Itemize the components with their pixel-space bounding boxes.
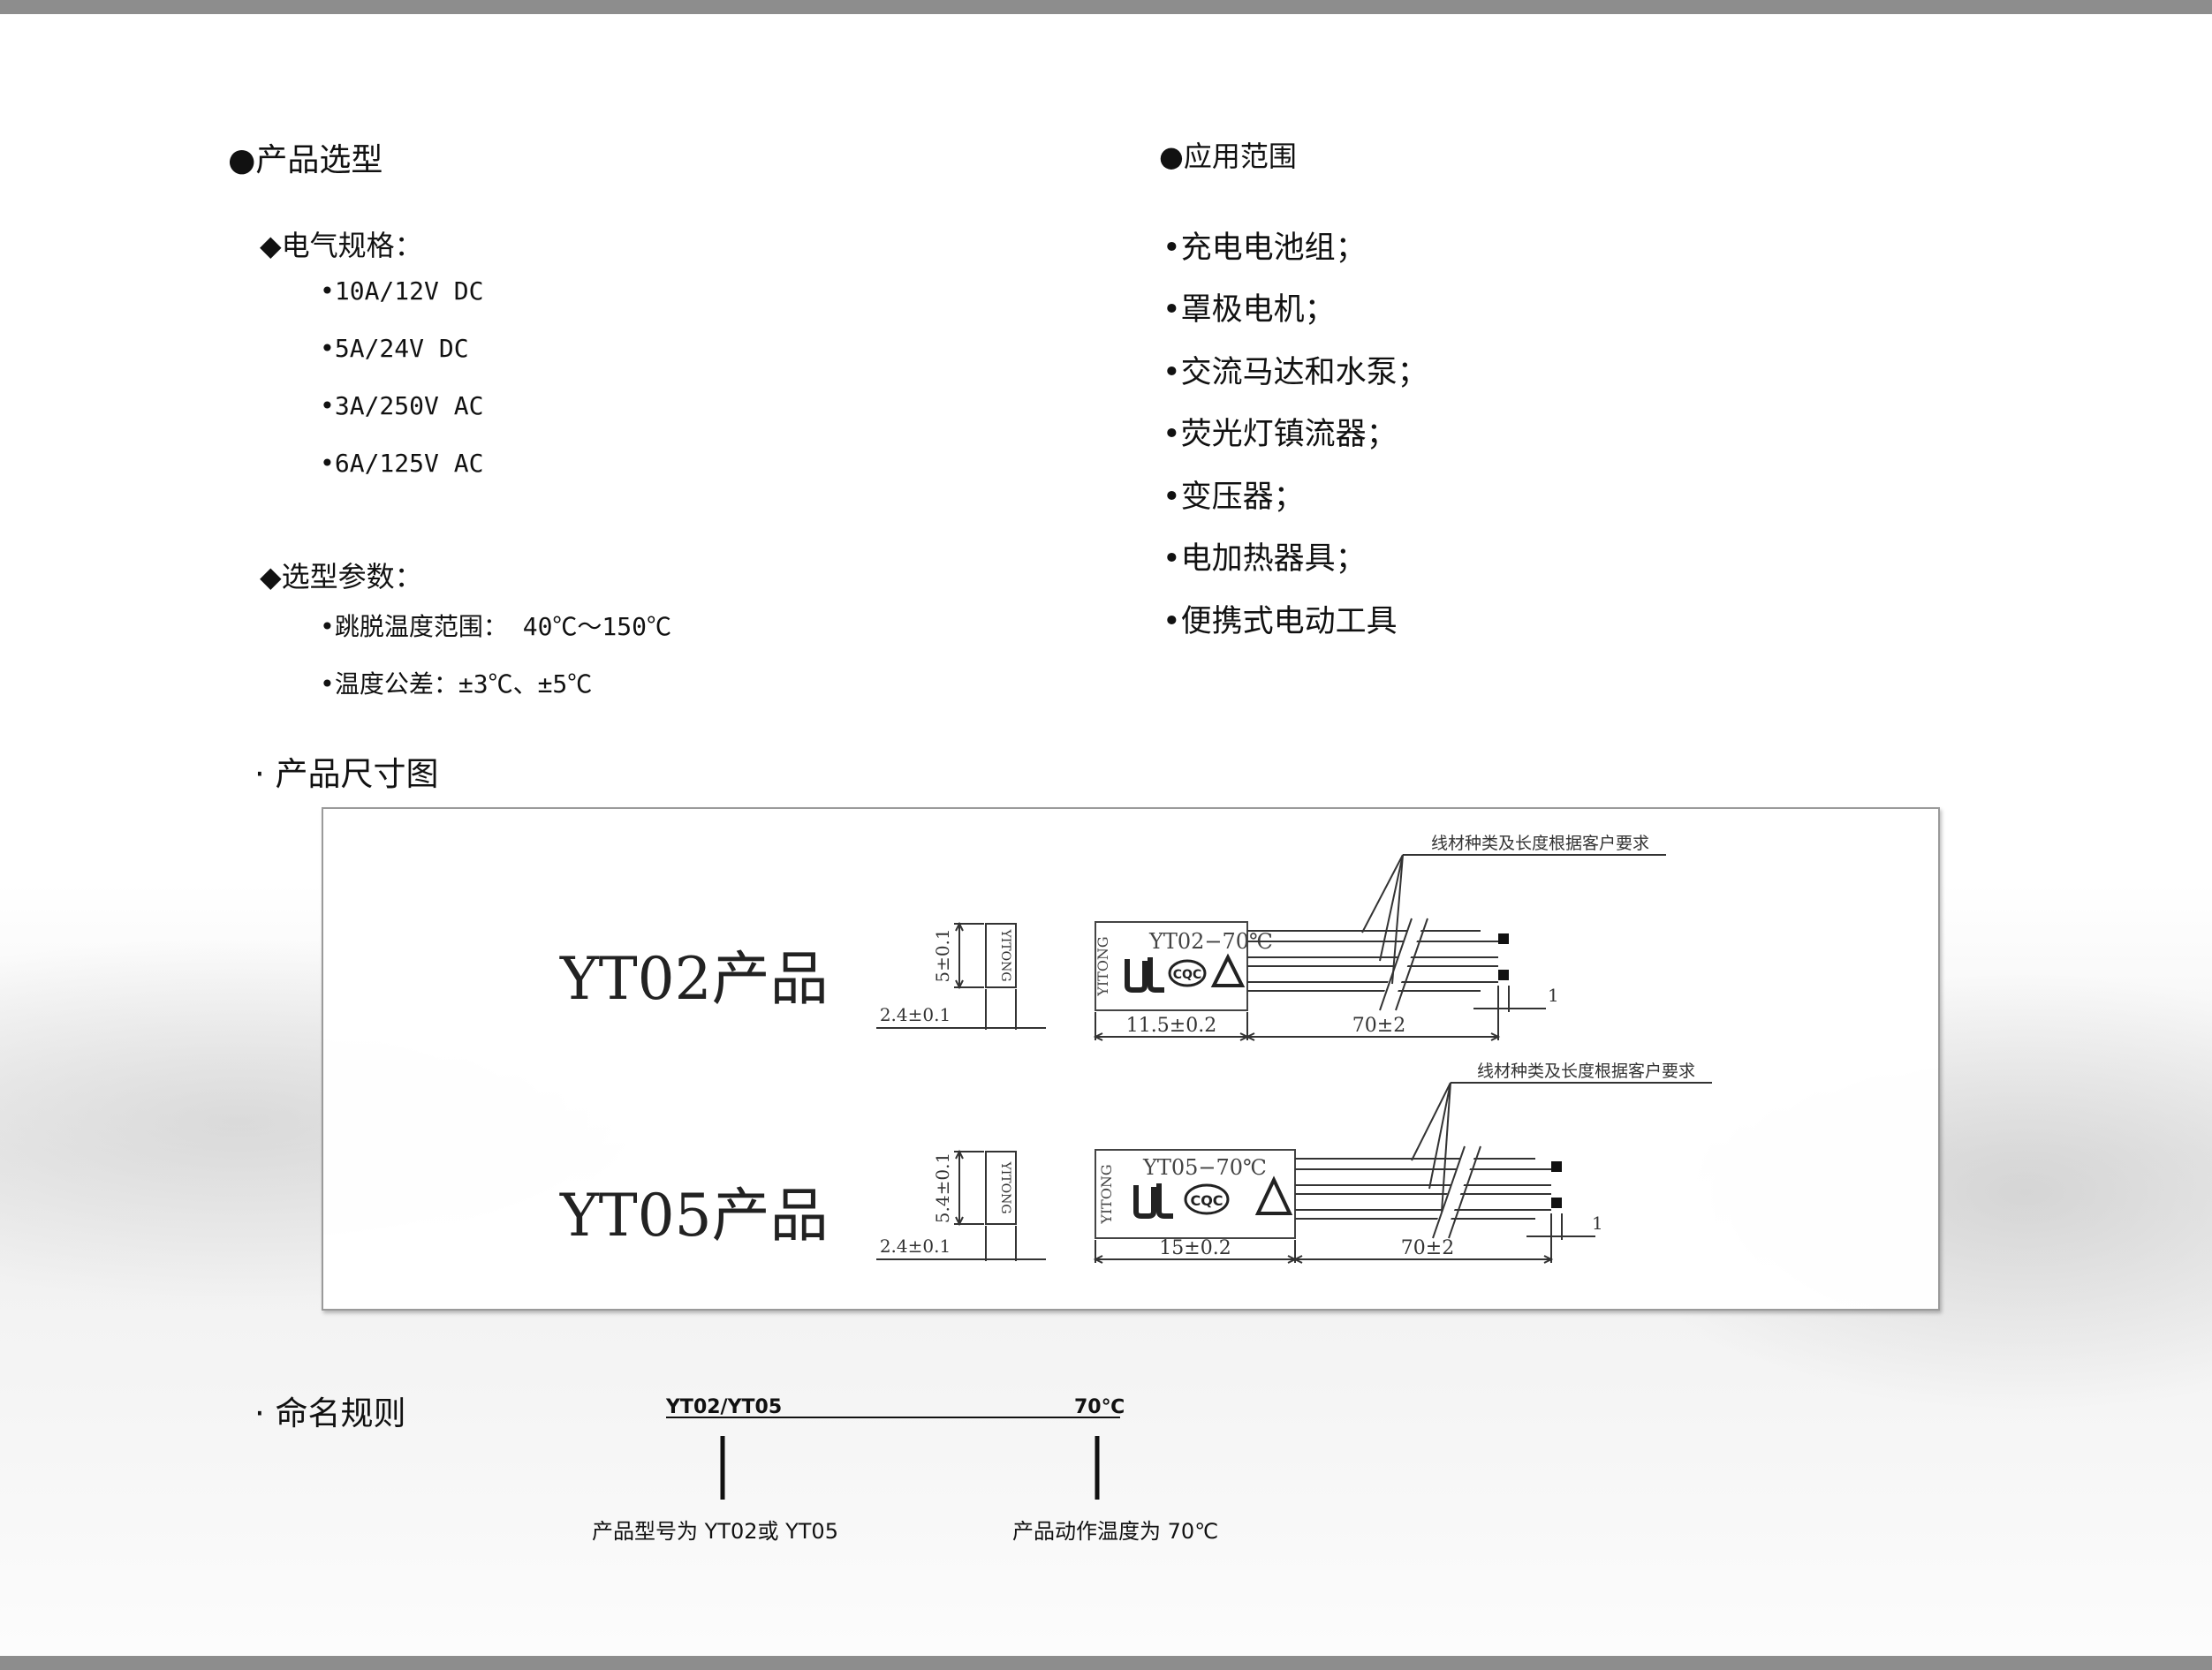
dimension-drawing: YT02产品 YITONG 5±0.1 2.4±0.1 YT02−70℃ YIT… xyxy=(559,834,1712,1264)
bottom-border-bar xyxy=(0,1656,2212,1670)
yt02-wire-note: 线材种类及长度根据客户要求 xyxy=(1361,834,1666,985)
electrical-spec-item: •3A/250V AC xyxy=(320,391,484,420)
yt02-body: YT02−70℃ YITONG CQC 11.5±0.2 xyxy=(1093,921,1273,1041)
selection-params-title: ◆选型参数： xyxy=(260,560,423,593)
application-title: ●应用范围 xyxy=(1159,140,1297,173)
cqc-mark-icon: CQC xyxy=(1168,959,1207,987)
svg-text:CQC: CQC xyxy=(1173,968,1201,982)
naming-part-temperature: 70℃ xyxy=(1074,1396,1125,1418)
yt05-thickness-label: 2.4±0.1 xyxy=(880,1235,951,1257)
triangle-cert-icon xyxy=(1254,1175,1293,1215)
yt05-product-name: YT05产品 xyxy=(559,1182,829,1250)
yt02-wire-note-text: 线材种类及长度根据客户要求 xyxy=(1431,834,1649,853)
electrical-spec-title: ◆电气规格： xyxy=(260,229,423,262)
svg-text:CQC: CQC xyxy=(1190,1192,1223,1209)
application-item: •罩极电机； xyxy=(1163,292,1336,328)
yt05-wires: 70±2 1 xyxy=(1292,1144,1603,1264)
selection-title: ●产品选型 xyxy=(228,142,383,178)
yt02-length-label: 11.5±0.2 xyxy=(1126,1015,1216,1037)
naming-part-model: YT02/YT05 xyxy=(665,1396,782,1418)
yt05-length-label: 15±0.2 xyxy=(1159,1237,1231,1259)
dimensions-title: · 产品尺寸图 xyxy=(254,755,439,793)
yt02-strip-label: 1 xyxy=(1548,985,1559,1006)
yt05-wire-length-label: 70±2 xyxy=(1401,1237,1454,1259)
yt05-body-brand: YITONG xyxy=(1098,1164,1115,1224)
selection-param-item: •跳脱温度范围： 40℃～150℃ xyxy=(320,612,672,641)
top-border-bar xyxy=(0,0,2212,14)
triangle-cert-icon xyxy=(1210,953,1246,987)
naming-desc-model: 产品型号为 YT02或 YT05 xyxy=(592,1519,838,1544)
ul-mark-icon xyxy=(1125,957,1164,993)
electrical-spec-item: •10A/12V DC xyxy=(320,276,484,306)
application-item: •充电电池组； xyxy=(1163,230,1367,266)
yt02-height-label: 5±0.1 xyxy=(932,928,953,982)
yt05-height-label: 5.4±0.1 xyxy=(932,1152,953,1223)
selection-param-item: •温度公差：±3℃、±5℃ xyxy=(320,669,593,699)
naming-desc-temperature: 产品动作温度为 70℃ xyxy=(1012,1519,1218,1544)
application-item: •交流马达和水泵； xyxy=(1163,355,1428,390)
yt02-side-view: YITONG 5±0.1 2.4±0.1 xyxy=(876,921,1046,1030)
yt02-thickness-label: 2.4±0.1 xyxy=(880,1004,951,1025)
naming-title: · 命名规则 xyxy=(254,1394,406,1432)
yt05-body: YT05−70℃ YITONG CQC 15±0.2 xyxy=(1093,1149,1298,1264)
electrical-spec-item: •6A/125V AC xyxy=(320,449,484,478)
yt02-wire-length-label: 70±2 xyxy=(1352,1015,1405,1037)
yt05-wire-note: 线材种类及长度根据客户要求 xyxy=(1411,1062,1712,1213)
application-item: •变压器； xyxy=(1163,480,1305,515)
yt05-side-label: YITONG xyxy=(998,1160,1012,1213)
yt02-body-brand: YITONG xyxy=(1095,936,1111,996)
electrical-spec-item: •5A/24V DC xyxy=(320,334,469,363)
yt05-body-model: YT05−70℃ xyxy=(1142,1155,1267,1180)
yt02-side-label: YITONG xyxy=(998,928,1012,981)
yt05-wire-note-text: 线材种类及长度根据客户要求 xyxy=(1477,1062,1695,1081)
yt05-side-view: YITONG 5.4±0.1 2.4±0.1 xyxy=(876,1149,1046,1261)
ul-mark-icon xyxy=(1133,1183,1173,1219)
yt05-strip-label: 1 xyxy=(1592,1213,1603,1234)
cqc-mark-icon: CQC xyxy=(1184,1183,1230,1215)
yt02-product-name: YT02产品 xyxy=(559,945,829,1013)
application-item: •便携式电动工具 xyxy=(1163,604,1398,639)
dimension-drawing-panel: YT02产品 YITONG 5±0.1 2.4±0.1 YT02−70℃ YIT… xyxy=(322,807,1940,1311)
application-item: •荧光灯镇流器； xyxy=(1163,417,1398,452)
application-item: •电加热器具； xyxy=(1163,541,1367,577)
